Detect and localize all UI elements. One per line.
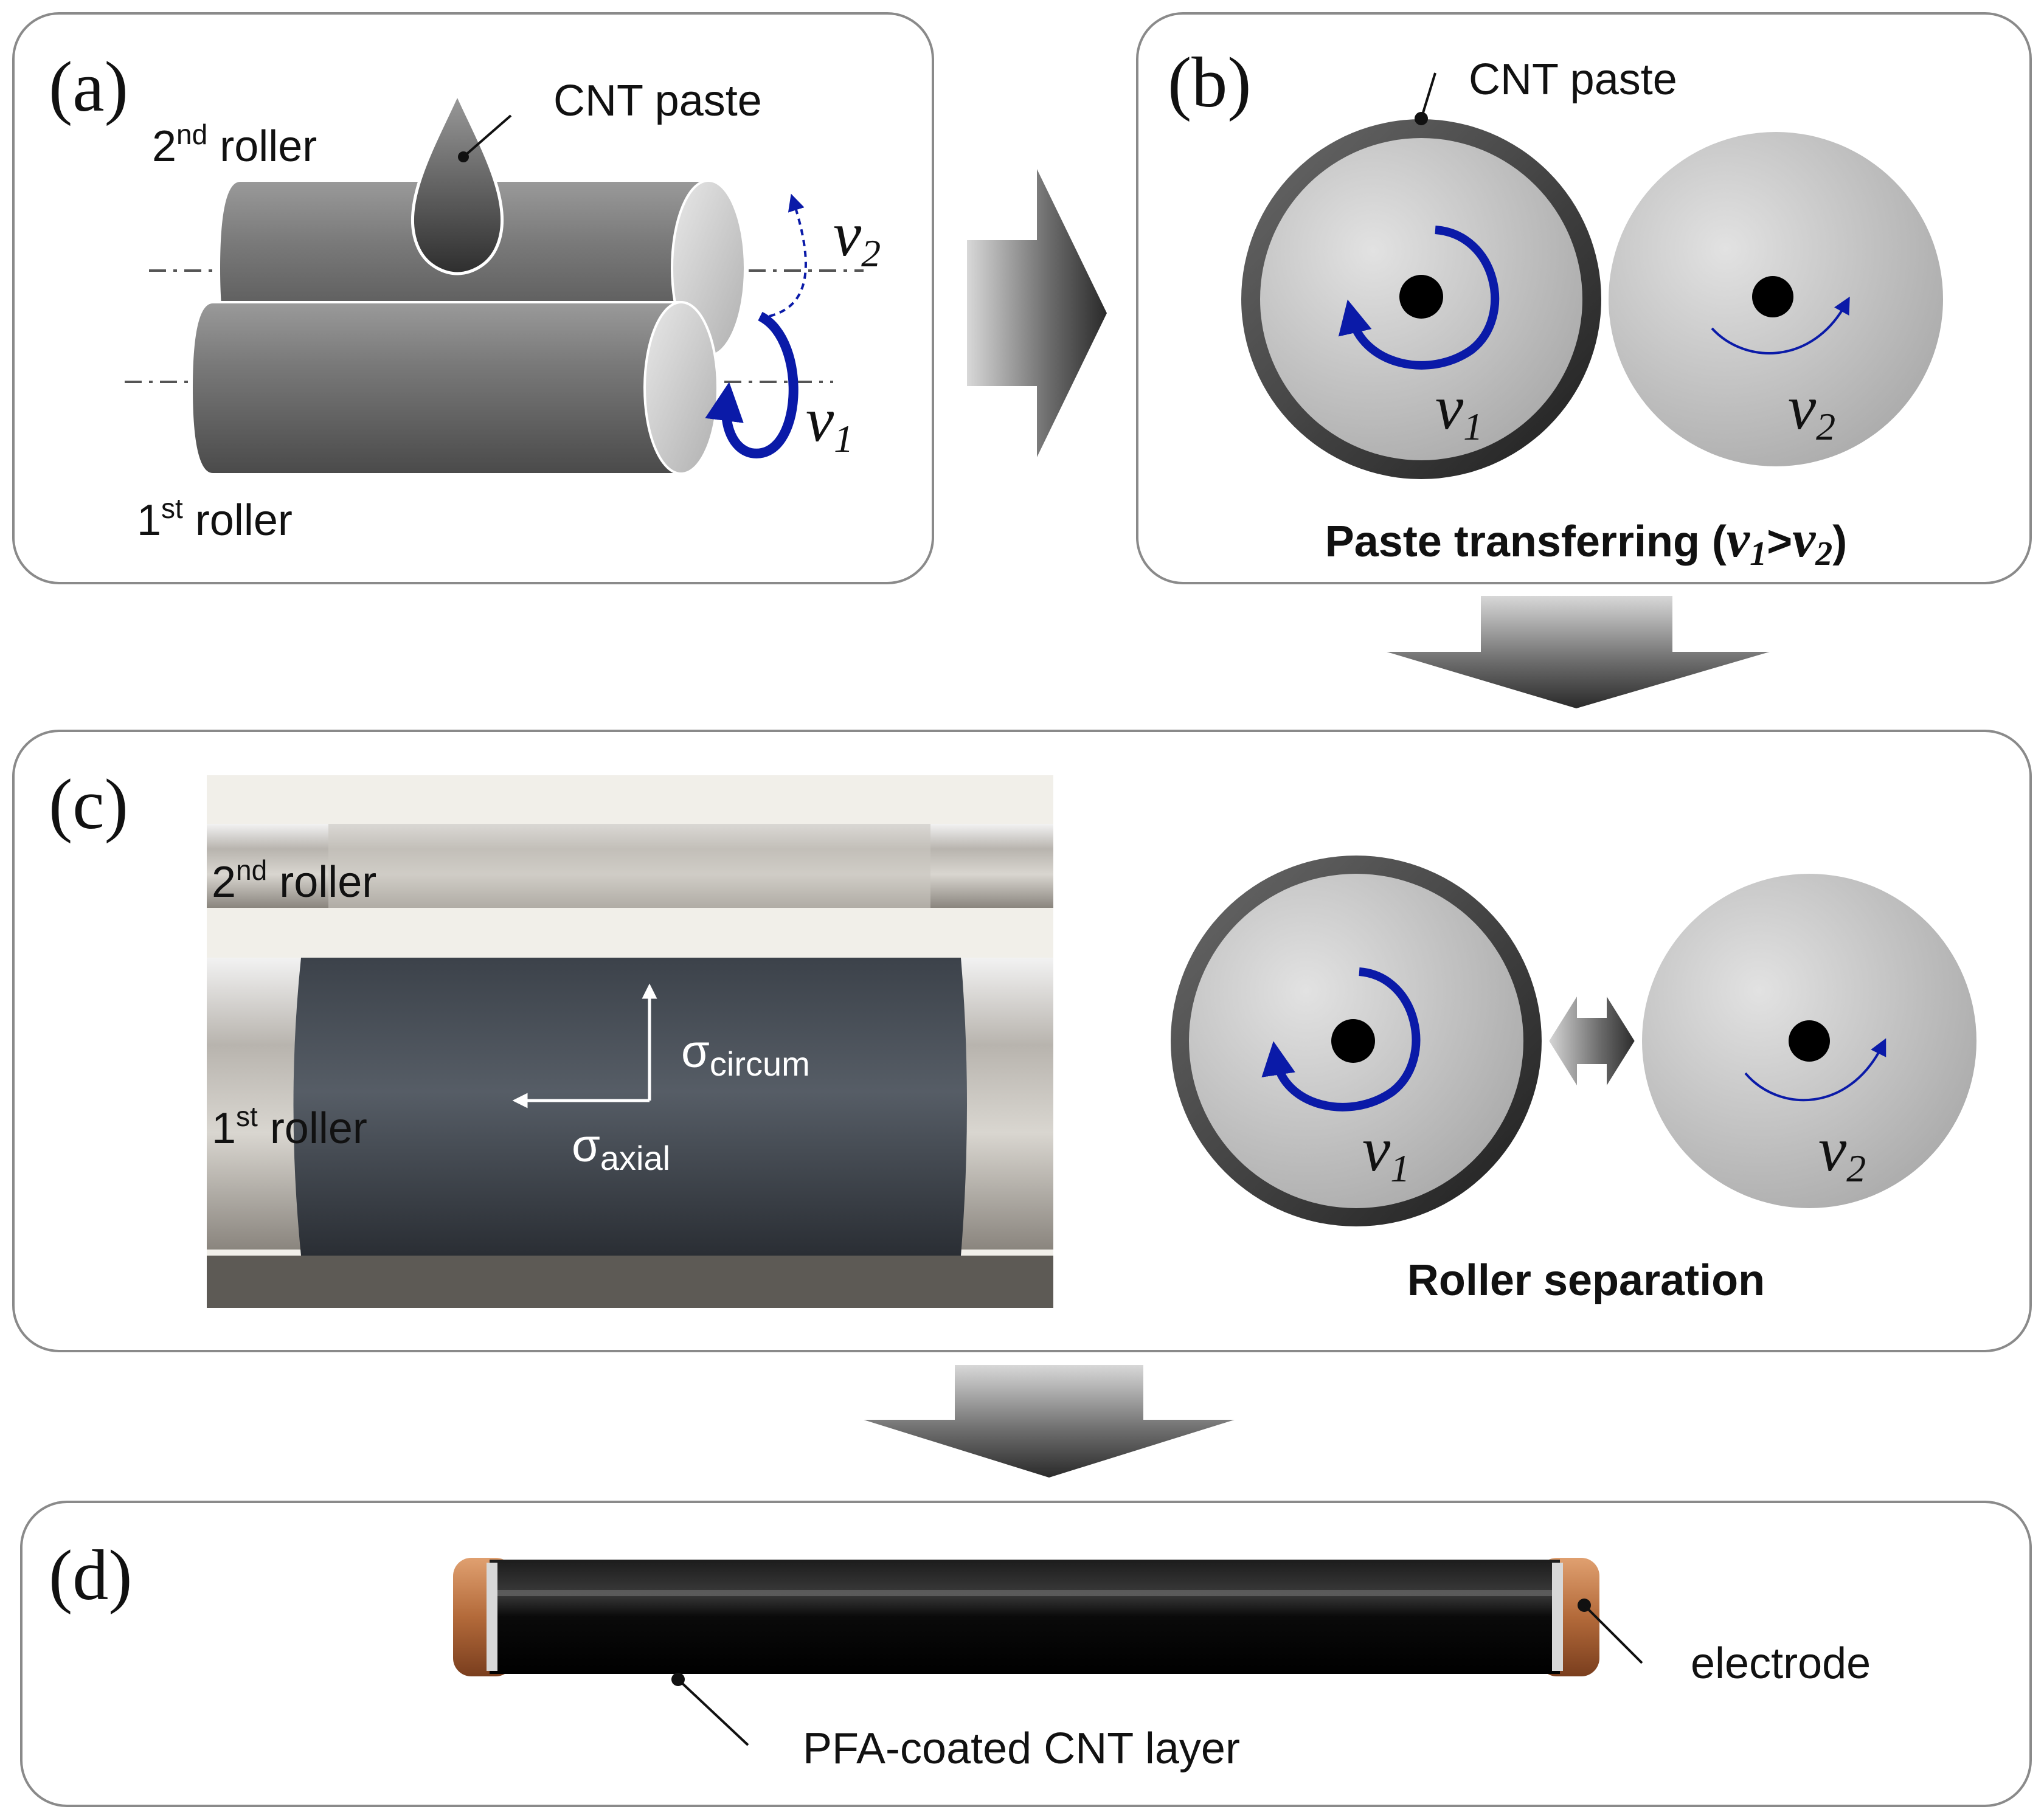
- panel-d: (d) electrode PFA-coated CNT layer: [20, 1501, 2032, 1807]
- layer-label: PFA-coated CNT layer: [803, 1724, 1240, 1773]
- roller-1-label: 1st roller: [137, 493, 293, 545]
- paste-leader-dot: [458, 151, 469, 162]
- panel-b-tag: (b): [1168, 43, 1252, 122]
- rotation-arrow-v2: [769, 193, 807, 317]
- separation-arrow: [1546, 988, 1638, 1094]
- rotation-arrow-v2-c: [1744, 1038, 1886, 1102]
- paste-leader-line: [462, 114, 512, 158]
- panel-c: (c) 2nd roller 1st roller σcircum σaxial: [12, 730, 2032, 1352]
- cnt-paste-droplet: [411, 90, 504, 275]
- velocity-label-v2: v2: [833, 199, 881, 275]
- velocity-label-v1-b: v1: [1435, 373, 1483, 448]
- roller-2-label-c: 2nd roller: [212, 854, 376, 907]
- roller-1-label-c: 1st roller: [212, 1101, 367, 1153]
- rotation-arrow-v1-c: [1261, 967, 1421, 1111]
- paste-leader-b: [1420, 72, 1436, 119]
- rotation-arrow-v1: [705, 311, 799, 458]
- roller-1-axle-c: [1331, 1019, 1375, 1063]
- heating-roller-photo: [453, 1558, 1599, 1676]
- velocity-label-v1-c: v1: [1362, 1115, 1410, 1190]
- panel-b: (b) CNT paste v1 v2 Paste transferring (…: [1136, 12, 2032, 584]
- velocity-label-v2-c: v2: [1818, 1115, 1866, 1190]
- caption-c: Roller separation: [1407, 1256, 1765, 1305]
- roller-2-axle-b: [1752, 276, 1793, 317]
- paste-label: CNT paste: [553, 77, 762, 125]
- paste-label-b: CNT paste: [1469, 55, 1677, 104]
- sigma-circum-label: σcircum: [681, 1026, 810, 1083]
- sigma-axial-label: σaxial: [572, 1120, 670, 1177]
- roller-2-axle-c: [1789, 1020, 1830, 1062]
- rotation-arrow-v1-b: [1338, 226, 1500, 370]
- electrode-leader: [1583, 1604, 1643, 1664]
- panel-c-tag: (c): [49, 764, 128, 844]
- roller-1-axle-b: [1399, 275, 1443, 319]
- rotation-arrow-v2-b: [1711, 296, 1850, 354]
- velocity-label-v1: v1: [806, 385, 853, 460]
- panel-a-tag: (a): [49, 47, 128, 126]
- electrode-label: electrode: [1691, 1639, 1871, 1688]
- roller-1-cylinder: [190, 301, 719, 475]
- caption-b: Paste transferring (v1>v2): [1325, 510, 1848, 573]
- roller-2-label: 2nd roller: [152, 119, 317, 171]
- layer-leader: [677, 1678, 749, 1746]
- flow-arrow-a-to-b: [967, 169, 1107, 457]
- velocity-label-v2-b: v2: [1788, 373, 1835, 448]
- flow-arrow-b-to-c: [1387, 596, 1770, 708]
- flow-arrow-c-to-d: [864, 1365, 1235, 1478]
- panel-a: (a) CNT paste 2nd roller 1st roller v2 v…: [12, 12, 934, 584]
- roller-photo: [207, 775, 1053, 1308]
- panel-d-tag: (d): [49, 1535, 133, 1615]
